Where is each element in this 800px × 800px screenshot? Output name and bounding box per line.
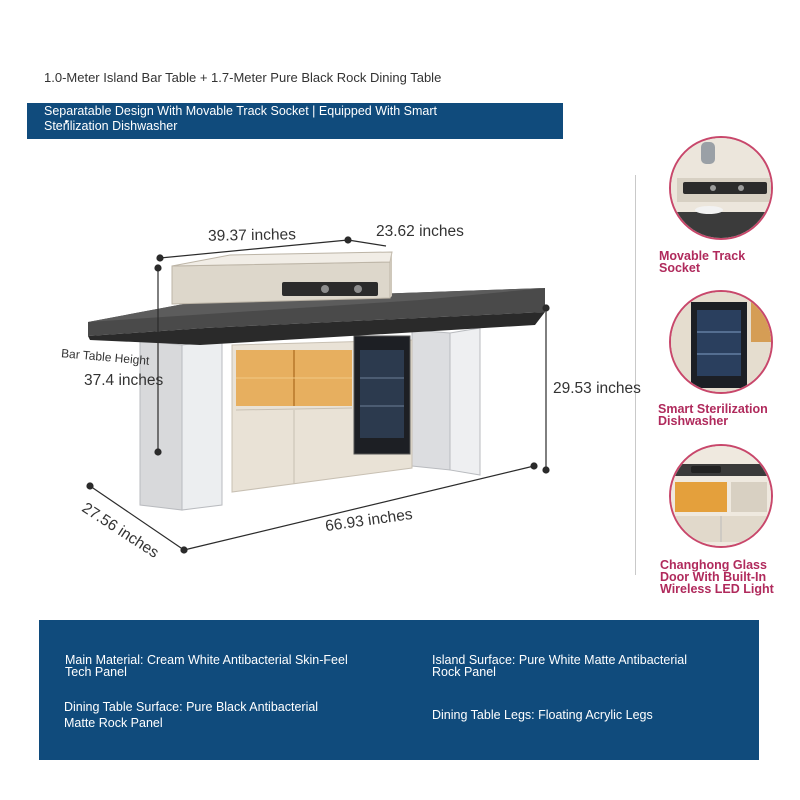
- dishwasher-icon: [671, 292, 771, 392]
- island-cabinet: [231, 335, 413, 493]
- acrylic-leg-right: [411, 327, 481, 476]
- track-socket-icon: [671, 138, 771, 238]
- table-height-value: 29.53 inches: [553, 380, 641, 397]
- subtitle-line-2: Sterilization Dishwasher: [44, 119, 178, 133]
- dimension-top-right: 23.62 inches: [376, 223, 464, 240]
- glass-door-icon: [671, 446, 771, 546]
- spec-island-surface: Island Surface: Pure White Matte Antibac…: [432, 653, 687, 679]
- feature-label-dishwasher: Smart Sterilization Dishwasher: [658, 402, 768, 428]
- bar-height-value: 37.4 inches: [84, 372, 164, 389]
- bullet-dot: [65, 120, 68, 123]
- island-bar-box: [171, 251, 393, 305]
- subtitle-line-1: Separatable Design With Movable Track So…: [44, 104, 438, 118]
- feature-label-track-socket: Movable Track Socket: [659, 249, 746, 275]
- feature-circle-track-socket: [669, 136, 773, 240]
- dimension-top-left: 39.37 inches: [207, 226, 297, 245]
- subtitle-banner: Separatable Design With Movable Track So…: [27, 103, 563, 139]
- feature-circle-dishwasher: [669, 290, 773, 394]
- spec-panel: Main Material: Cream White Antibacterial…: [39, 620, 759, 760]
- dimension-lines: [86, 236, 550, 554]
- spec-main-material: Main Material: Cream White Antibacterial…: [65, 653, 348, 679]
- page-title: 1.0-Meter Island Bar Table + 1.7-Meter P…: [44, 70, 442, 85]
- dining-table-top: [88, 288, 545, 345]
- acrylic-leg-left: [139, 339, 223, 511]
- spec-dining-surface: Dining Table Surface: Pure Black Antibac…: [64, 700, 319, 730]
- spec-dining-legs: Dining Table Legs: Floating Acrylic Legs: [432, 708, 653, 722]
- feature-circle-glass-door: [669, 444, 773, 548]
- divider-line: [635, 175, 636, 575]
- feature-label-glass-door: Changhong Glass Door With Built-In Wirel…: [660, 558, 774, 596]
